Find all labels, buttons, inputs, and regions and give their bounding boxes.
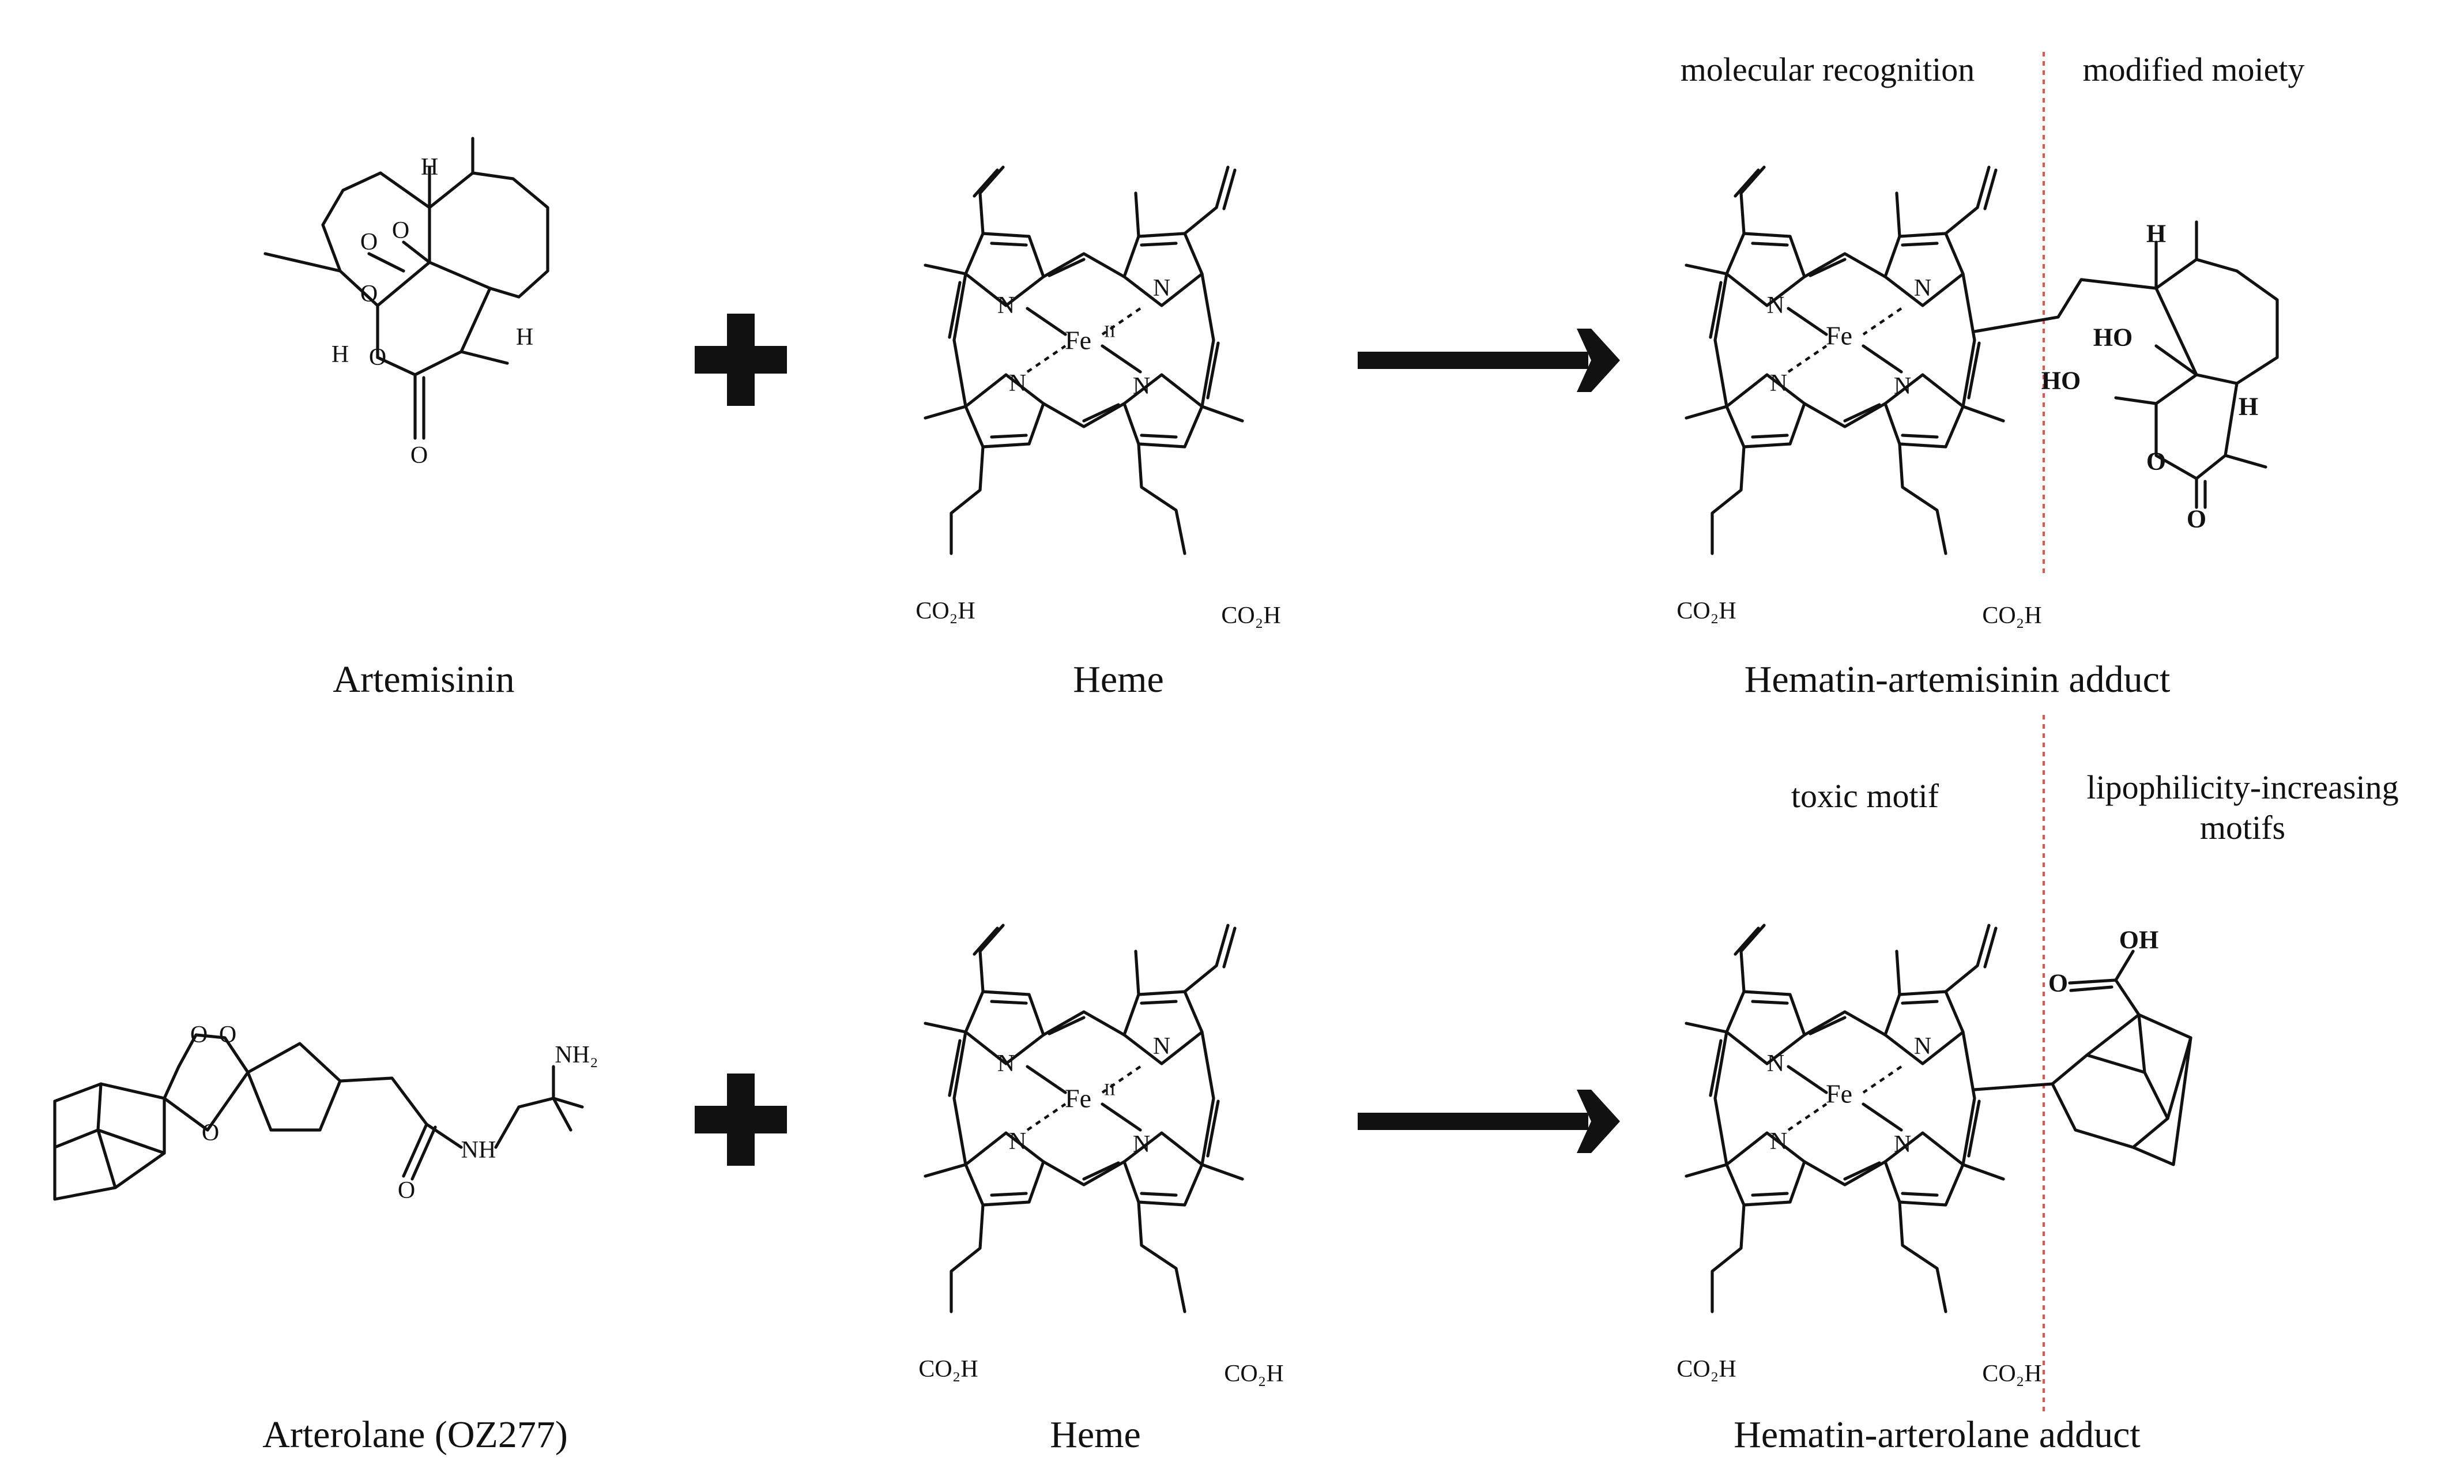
caption-arterolane: Arterolane (OZ277) bbox=[262, 1414, 568, 1456]
atom-label: HO bbox=[2041, 367, 2081, 395]
label-toxic-motif: toxic motif bbox=[1791, 777, 1939, 815]
adamantane-fragment-structure bbox=[1973, 950, 2192, 1166]
atom-label: O bbox=[360, 281, 378, 307]
atom-label: N bbox=[1770, 1128, 1787, 1155]
atom-label: H bbox=[2239, 393, 2258, 421]
hematin-porphyrin-structure bbox=[1686, 925, 2003, 1312]
atom-label: N bbox=[1009, 1128, 1026, 1155]
artemisinin-structure bbox=[263, 137, 549, 440]
hematin-porphyrin-structure bbox=[1686, 167, 2003, 553]
atom-label: N bbox=[1153, 1033, 1170, 1060]
label-molecular-recognition: molecular recognition bbox=[1681, 51, 1975, 88]
label-lipophilicity-line2: motifs bbox=[2200, 809, 2285, 846]
artemisinin-fragment-structure bbox=[1973, 220, 2279, 509]
arterolane-structure bbox=[53, 1033, 584, 1201]
heme-structure bbox=[925, 925, 1242, 1312]
atom-label: O bbox=[190, 1022, 208, 1048]
caption-adduct-bottom: Hematin-arterolane adduct bbox=[1734, 1414, 2140, 1456]
atom-label: CO₂H bbox=[1676, 598, 1736, 624]
atom-label: Fe bbox=[1065, 1084, 1091, 1113]
atom-label: O bbox=[369, 344, 386, 371]
atom-label: N bbox=[1914, 275, 1931, 302]
atom-label: N bbox=[1767, 1050, 1784, 1077]
atom-label: N bbox=[1009, 370, 1026, 397]
atom-label: N bbox=[1133, 1131, 1150, 1158]
atom-label: N bbox=[1914, 1033, 1931, 1060]
atom-label: O bbox=[410, 442, 428, 469]
atom-label: O bbox=[392, 217, 409, 244]
atom-label: CO₂H bbox=[1221, 602, 1280, 629]
reaction-arrow-icon bbox=[1358, 329, 1620, 392]
atom-label: CO₂H bbox=[915, 598, 975, 624]
plus-icon bbox=[695, 1074, 787, 1166]
caption-adduct-top: Hematin-artemisinin adduct bbox=[1745, 658, 2171, 700]
atom-label: II bbox=[1104, 322, 1116, 341]
atom-label: O bbox=[2187, 505, 2206, 533]
heme-structure bbox=[925, 167, 1242, 553]
atom-label: H bbox=[421, 154, 438, 180]
atom-label: NH₂ bbox=[555, 1042, 598, 1068]
atom-label: O bbox=[219, 1022, 236, 1048]
atom-label: OH bbox=[2119, 926, 2158, 954]
atom-label: CO₂H bbox=[918, 1356, 978, 1383]
atom-label: CO₂H bbox=[1676, 1356, 1736, 1383]
atom-label: N bbox=[1153, 275, 1170, 302]
plus-icon bbox=[695, 314, 787, 406]
label-modified-moiety: modified moiety bbox=[2083, 51, 2305, 88]
atom-label: N bbox=[1894, 373, 1911, 400]
atom-label: N bbox=[1894, 1131, 1911, 1158]
atom-label: N bbox=[997, 292, 1015, 319]
caption-heme-bottom: Heme bbox=[1050, 1414, 1141, 1456]
atom-label: H bbox=[331, 341, 349, 368]
atom-label: Fe bbox=[1065, 326, 1091, 355]
atom-label: NH bbox=[461, 1137, 496, 1163]
atom-label: II bbox=[1104, 1080, 1116, 1099]
label-lipophilicity-line1: lipophilicity-increasing bbox=[2086, 769, 2398, 806]
atom-label: N bbox=[1767, 292, 1784, 319]
atom-label: CO₂H bbox=[1224, 1361, 1283, 1387]
atom-label: CO₂H bbox=[1982, 602, 2041, 629]
atom-label: H bbox=[516, 324, 533, 351]
atom-label: CO₂H bbox=[1982, 1361, 2041, 1387]
reaction-arrow-icon bbox=[1358, 1090, 1620, 1153]
atom-label: O bbox=[202, 1120, 219, 1146]
atom-label: Fe bbox=[1826, 321, 1852, 351]
atom-label: N bbox=[1770, 370, 1787, 397]
atom-label: O bbox=[398, 1177, 415, 1204]
atom-label: H bbox=[2146, 220, 2166, 248]
atom-label: O bbox=[2048, 969, 2068, 997]
atom-label: HO bbox=[2093, 323, 2133, 352]
atom-label: N bbox=[997, 1050, 1015, 1077]
atom-label: O bbox=[2146, 447, 2166, 476]
caption-artemisinin: Artemisinin bbox=[333, 658, 514, 700]
atom-label: Fe bbox=[1826, 1079, 1852, 1109]
caption-heme-top: Heme bbox=[1073, 658, 1164, 700]
atom-label: O bbox=[360, 229, 378, 255]
atom-label: N bbox=[1133, 373, 1150, 400]
